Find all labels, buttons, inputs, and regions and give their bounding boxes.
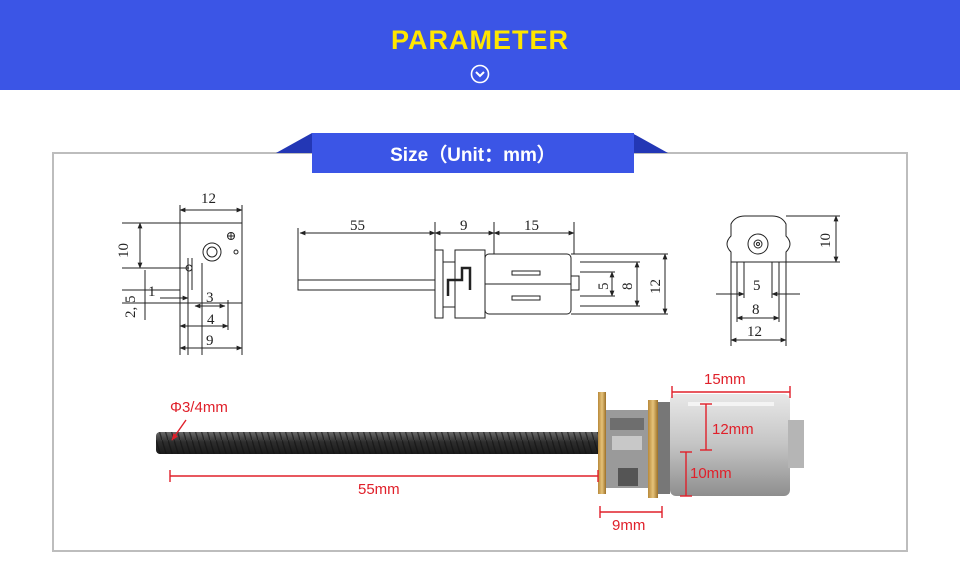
photo-annotations (169, 386, 791, 518)
end-dim-10: 10 (818, 233, 834, 248)
end-dim-5: 5 (753, 278, 761, 294)
end-dim-8: 8 (752, 302, 760, 318)
size-tab-label: Size（Unit：mm） (390, 144, 556, 166)
end-dim-12: 12 (747, 324, 762, 340)
side-dim-55: 55 (350, 218, 365, 234)
front-view-drawing (122, 205, 243, 355)
shaft-diameter-label: Φ3/4mm (170, 399, 228, 416)
header-banner: PARAMETER (0, 0, 960, 90)
size-tab: Size（Unit：mm） (312, 133, 634, 173)
motor-photo (156, 392, 804, 498)
end-view-drawing (716, 215, 840, 346)
side-dim-15: 15 (524, 218, 539, 234)
side-dim-12: 12 (648, 279, 664, 294)
front-dim-10: 10 (116, 243, 132, 258)
shaft-length-label: 55mm (358, 481, 400, 498)
front-dim-9: 9 (206, 333, 214, 349)
side-dim-5: 5 (596, 283, 612, 291)
front-dim-2-5: 2, 5 (123, 296, 139, 319)
gearbox-length-label: 9mm (612, 517, 645, 534)
front-dim-4: 4 (207, 312, 215, 328)
side-view-drawing (297, 222, 668, 319)
chevron-down-circle-icon (470, 64, 490, 84)
front-dim-12: 12 (201, 191, 216, 207)
front-dim-1: 1 (148, 284, 156, 300)
side-dim-9: 9 (460, 218, 468, 234)
front-dim-3: 3 (206, 290, 214, 306)
side-dim-8: 8 (620, 283, 636, 291)
motor-length-label: 15mm (704, 371, 746, 388)
motor-width-label: 10mm (690, 465, 732, 482)
page-title: PARAMETER (390, 25, 569, 55)
motor-height-label: 12mm (712, 421, 754, 438)
